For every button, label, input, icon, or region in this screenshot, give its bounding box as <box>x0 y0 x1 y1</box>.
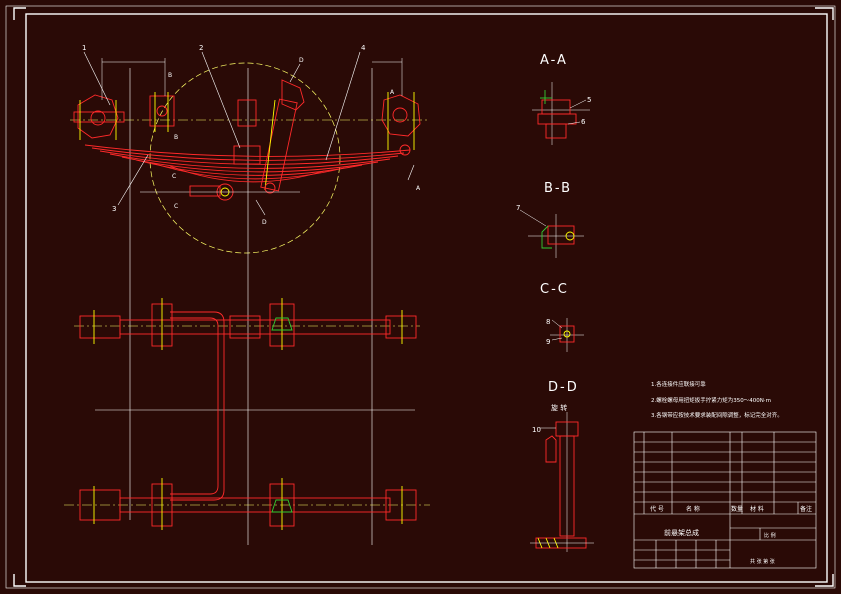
tb-header-remark: 备注 <box>800 506 813 513</box>
drawing-title: 前悬架总成 <box>664 529 699 537</box>
note-3: 3.各钢带应按技术要求装配间隙调整，标记完全对齐。 <box>651 413 783 419</box>
mark-a-bottom: A <box>416 185 421 192</box>
rotation-circle <box>149 62 341 254</box>
section-bb-view <box>528 214 584 258</box>
mark-b-top: B <box>168 72 172 79</box>
mark-d-bottom: D <box>262 219 267 226</box>
callout-7: 7 <box>516 204 520 212</box>
leader-lines <box>83 51 415 216</box>
callout-4: 4 <box>361 44 366 52</box>
leaf-spring <box>84 144 411 183</box>
section-cc-view <box>550 318 584 352</box>
section-title-bb: B-B <box>544 181 573 196</box>
section-title-dd: D-D <box>548 380 579 395</box>
mark-c-bottom: C <box>174 203 178 210</box>
tb-sheet-label: 共 张 第 张 <box>750 559 775 565</box>
callout-1: 1 <box>82 44 86 52</box>
tb-header-code: 代 号 <box>650 506 664 513</box>
front-hanger <box>73 94 125 140</box>
title-block-grid <box>633 431 817 569</box>
callout-2: 2 <box>199 44 203 52</box>
dimension-marks <box>101 58 403 100</box>
section-title-cc: C-C <box>540 282 569 297</box>
shock-absorber <box>260 79 305 194</box>
mark-a-top: A <box>390 89 395 96</box>
center-clamp <box>233 99 261 165</box>
rear-hanger <box>381 92 421 156</box>
note-1: 1.各连接件应联接可靠 <box>651 382 706 388</box>
mid-bracket-left <box>149 92 175 132</box>
section-title-aa: A-A <box>540 53 568 68</box>
callout-10: 10 <box>532 426 541 434</box>
tb-header-qty: 数量 <box>731 506 744 513</box>
mark-d-top: D <box>299 57 304 64</box>
section-dd-subtitle: 旋 转 <box>551 404 568 412</box>
note-2: 2.螺栓螺母用扭矩扳手拧紧力矩为350～400N·m <box>651 398 771 404</box>
plan-view-upper <box>74 298 420 350</box>
axle-hub <box>140 183 300 201</box>
callout-6: 6 <box>581 118 586 126</box>
callout-numbers: 1 2 3 4 5 6 7 8 9 10 <box>82 44 591 434</box>
callout-9: 9 <box>546 338 550 346</box>
mark-b-mid: B <box>174 134 178 141</box>
section-aa-view <box>532 82 590 145</box>
drawing-frame <box>5 5 836 589</box>
plan-view-lower <box>64 478 430 530</box>
tb-header-name: 名 称 <box>686 506 700 513</box>
callout-8: 8 <box>546 318 550 326</box>
tb-scale-label: 比 例 <box>764 533 776 539</box>
section-dd-view <box>530 412 594 552</box>
tie-rod <box>170 311 225 501</box>
section-marks: B B C C D D A A <box>168 57 421 226</box>
callout-3: 3 <box>112 205 116 213</box>
tb-header-material: 材 料 <box>750 506 764 513</box>
centerlines <box>95 68 415 545</box>
mark-c-top: C <box>172 173 176 180</box>
section-leaders <box>519 99 587 429</box>
callout-5: 5 <box>587 96 591 104</box>
